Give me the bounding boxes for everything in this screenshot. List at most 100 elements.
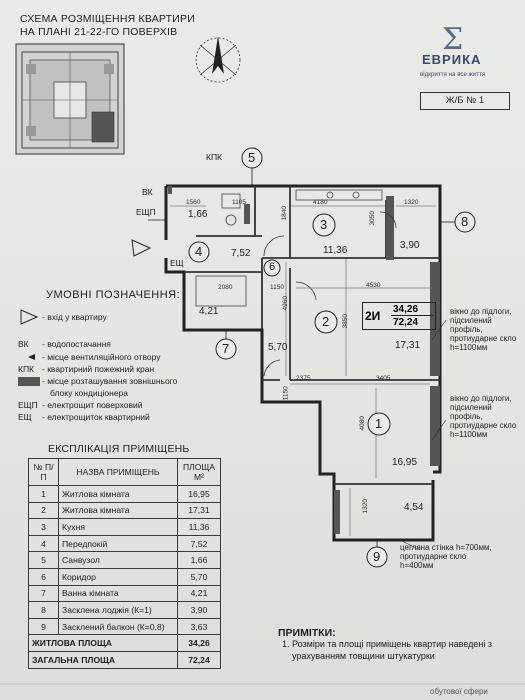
row-area: 5,70 [177,567,221,586]
row-area: 7,52 [177,534,221,553]
dim-1320: 1320 [404,199,419,206]
dim-4080: 4080 [358,416,366,431]
living-area-label: ЖИТЛОВА ПЛОЩА [28,634,178,652]
legend-sym-kpk: КПК [18,364,35,374]
north-arrow-icon [195,36,241,83]
room-8-area: 3,90 [400,240,420,251]
col-no-header: № П/П [28,458,59,486]
dim-3050: 3050 [368,211,376,226]
dim-1560: 1560 [186,199,201,206]
room-7-area: 4,21 [199,306,219,317]
window-note-a: вікно до підлоги, підсилений профіль, пр… [450,307,517,352]
legend-text-entrance: - вхід у квартиру [42,312,107,322]
room-3-area: 11,36 [323,245,348,256]
dim-2375: 2375 [296,375,311,382]
row-name: Житлова кімната [58,485,178,503]
dim-3850: 3850 [341,314,349,329]
legend-text-ac-2: блоку кондиціонера [50,388,128,398]
key-plan-thumbnail [15,43,125,155]
legend-text-apt-panel: - електрощиток квартирний [42,412,150,422]
dim-4530: 4530 [366,282,381,289]
apartment-total-area: 72,24 [393,317,419,328]
legend-sym-vk: ВК [18,339,29,349]
row-no: 4 [28,534,59,553]
room-4-area: 7,52 [231,248,251,259]
row-area: 4,21 [177,584,221,603]
legend-text-vent: - місце вентиляційного отвору [42,352,161,362]
marker-4: 4 [195,244,203,259]
dim-2080: 2080 [218,284,233,291]
apartment-living-area: 34,26 [393,304,419,315]
marker-6: 6 [269,261,276,273]
logo-symbol: Σ [442,22,464,57]
total-area-value: 72,24 [177,650,221,669]
legend-title: УМОВНІ ПОЗНАЧЕННЯ: [46,289,181,301]
row-area: 3,90 [177,601,221,619]
room-1-area: 16,95 [392,457,418,468]
kpk-label: КПК [206,152,223,162]
dim-1105: 1105 [232,199,246,206]
brick-wall-note: цегляна стінка h=700мм, протиударне скло… [400,543,492,570]
remarks-line-2: урахуванням товщини штукатурки [292,651,435,661]
row-no: 7 [28,584,59,603]
table-header-row: № П/П НАЗВА ПРИМІЩЕНЬ ПЛОЩА М² [28,458,221,486]
area-divider [391,315,433,316]
dim-1840: 1840 [280,206,288,221]
total-area-label: ЗАГАЛЬНА ПЛОЩА [28,650,178,669]
marker-2: 2 [322,314,330,329]
row-area: 16,95 [177,485,221,503]
row-name: Коридор [58,567,178,586]
row-name: Передпокій [58,534,178,553]
dim-4180: 4180 [313,199,328,206]
building-label: Ж/Б № 1 [420,92,510,110]
vk-label: ВК [142,187,153,197]
dim-3405: 3405 [376,375,391,382]
apartment-area-box: 2И 34,26 72,24 [362,302,436,330]
legend-text-ac-1: - місце розташування зовнішнього [42,376,178,386]
marker-8: 8 [461,214,469,229]
explication-title: ЕКСПЛІКАЦІЯ ПРИМІЩЕНЬ [48,443,190,455]
row-no: 3 [28,518,59,536]
row-no: 9 [28,617,59,636]
row-no: 2 [28,501,59,520]
dim-1150-bottom: 1150 [282,386,290,401]
col-area-header: ПЛОЩА М² [177,458,221,486]
room-5-area: 1,66 [188,209,208,220]
window-note-b: вікно до підлоги, підсилений профіль, пр… [450,394,517,439]
row-no: 1 [28,485,59,503]
marker-1: 1 [375,416,383,431]
evrika-logo: Σ ЕВРИКА відкриття на все життя [418,22,510,86]
eshp-label: ЕЩП [136,207,156,217]
legend-text-hydrant: - квартирний пожежний кран [42,364,155,374]
title-line-2: НА ПЛАНІ 21-22-ГО ПОВЕРХІВ [20,26,178,38]
room-9-area: 4,54 [404,502,424,513]
marker-9: 9 [373,549,381,564]
row-no: 5 [28,551,59,569]
logo-name: ЕВРИКА [422,52,482,67]
row-area: 3,63 [177,617,221,636]
room-2-area: 17,31 [395,340,421,351]
legend-sym-eshp: ЕЩП [18,400,38,410]
dim-1320-balcony: 1320 [361,499,369,514]
row-area: 11,36 [177,518,221,536]
marker-5: 5 [248,150,256,165]
marker-7: 7 [222,341,230,356]
marker-3: 3 [320,217,328,232]
row-no: 6 [28,567,59,586]
legend-text-floor-panel: - електрощит поверховий [42,400,143,410]
logo-tagline: відкриття на все життя [420,71,486,78]
row-area: 17,31 [177,501,221,520]
legend-sym-esh: ЕЩ [18,412,32,422]
row-no: 8 [28,601,59,619]
col-name-header: НАЗВА ПРИМІЩЕНЬ [58,458,178,486]
row-name: Ванна кімната [58,584,178,603]
